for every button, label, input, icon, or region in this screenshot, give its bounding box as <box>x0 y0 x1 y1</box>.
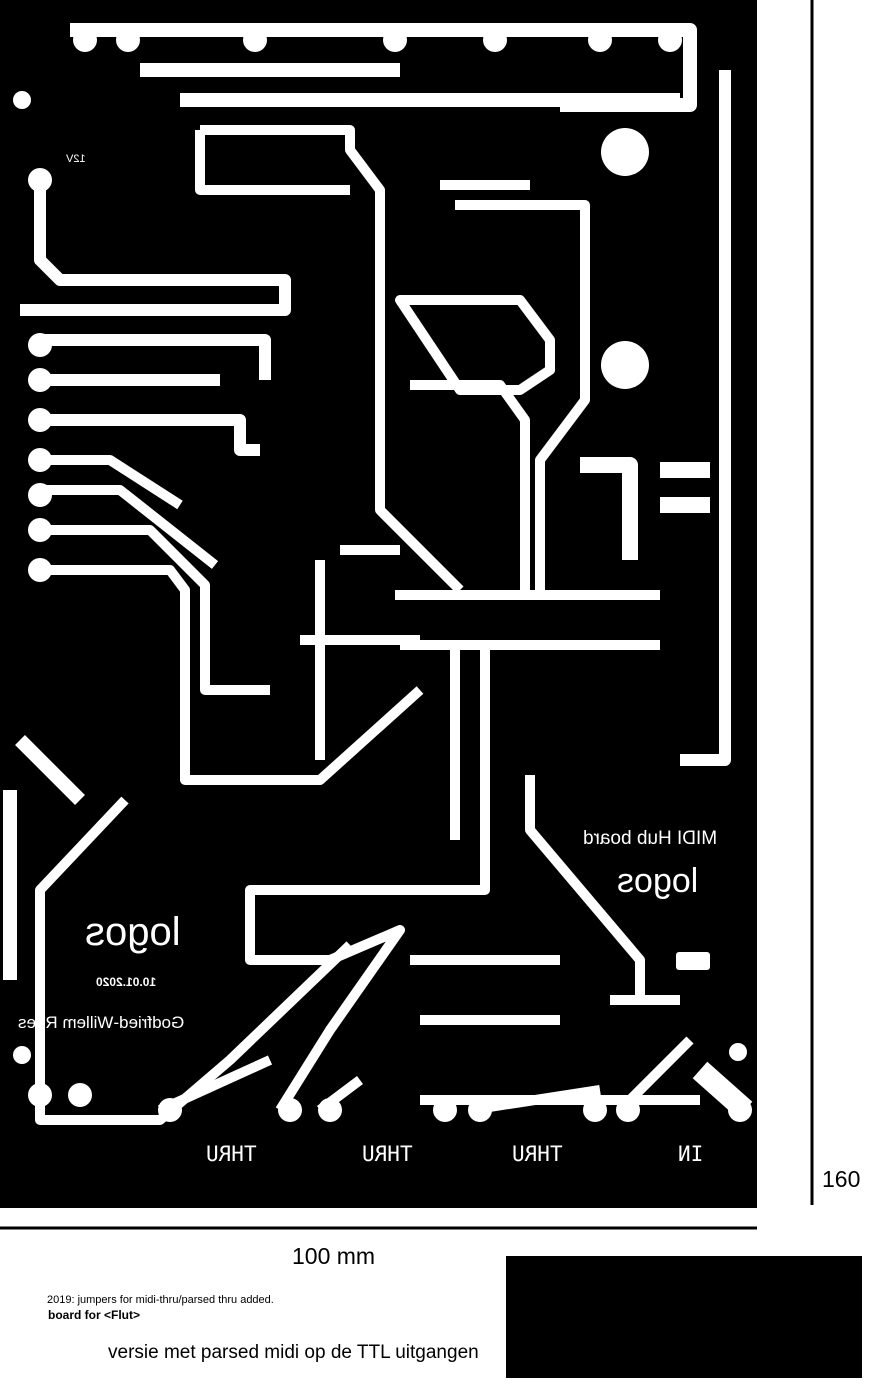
version-note: versie met parsed midi op de TTL uitgang… <box>108 1342 479 1363</box>
board-date: 10.01.2020 <box>96 975 157 989</box>
board-author: Godfried-Willem Raes <box>18 1013 185 1032</box>
voltage-label: 12V <box>66 153 86 165</box>
logo-right: logos <box>617 862 699 900</box>
pcb-traces <box>3 23 753 1125</box>
width-label: 100 mm <box>292 1243 376 1269</box>
board-title: MIDI Hub board <box>583 828 718 849</box>
pcb-pads <box>13 28 752 1122</box>
target-note: board for <Flut> <box>48 1308 141 1322</box>
logo-left: logos <box>85 910 181 954</box>
height-label: 160 <box>822 1166 861 1192</box>
black-block <box>506 1256 862 1378</box>
changelog-note: 2019: jumpers for midi-thru/parsed thru … <box>47 1294 274 1306</box>
connector-label-in: IN <box>678 1142 704 1166</box>
connector-label-thru-3: THRU <box>512 1142 563 1166</box>
connector-label-thru-2: THRU <box>362 1142 413 1166</box>
connector-label-thru-1: THRU <box>206 1142 257 1166</box>
